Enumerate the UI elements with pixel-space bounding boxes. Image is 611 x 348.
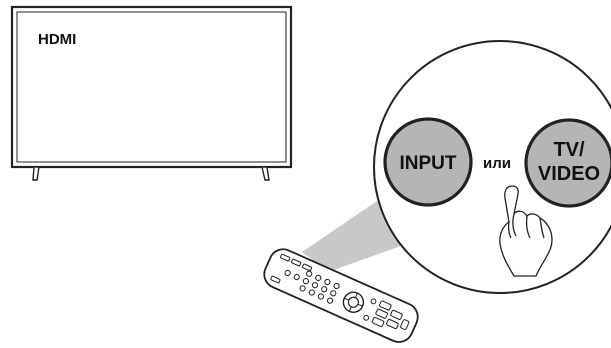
tv: HDMI — [10, 5, 293, 181]
remote-number-pad — [284, 269, 340, 304]
tv-video-button-label-line1: TV/ — [553, 139, 585, 161]
tv-screen — [16, 11, 287, 163]
zoom-callout: INPUT или TV/ VIDEO — [373, 40, 611, 294]
remote-function-buttons — [363, 298, 410, 330]
tv-video-button: TV/ VIDEO — [524, 118, 611, 208]
tv-stand-left — [32, 166, 40, 181]
tv-stand-right — [261, 166, 270, 181]
remote-control — [263, 248, 419, 343]
tv-source-label: HDMI — [38, 31, 76, 48]
input-button-label: INPUT — [400, 153, 457, 174]
remote-top-buttons — [270, 253, 313, 284]
input-button: INPUT — [383, 117, 473, 207]
or-connector: или — [483, 155, 511, 172]
zoom-circle — [373, 40, 611, 294]
tv-video-button-label-line2: VIDEO — [538, 163, 600, 185]
pointing-hand-icon — [499, 185, 553, 277]
remote-dpad — [342, 291, 365, 313]
